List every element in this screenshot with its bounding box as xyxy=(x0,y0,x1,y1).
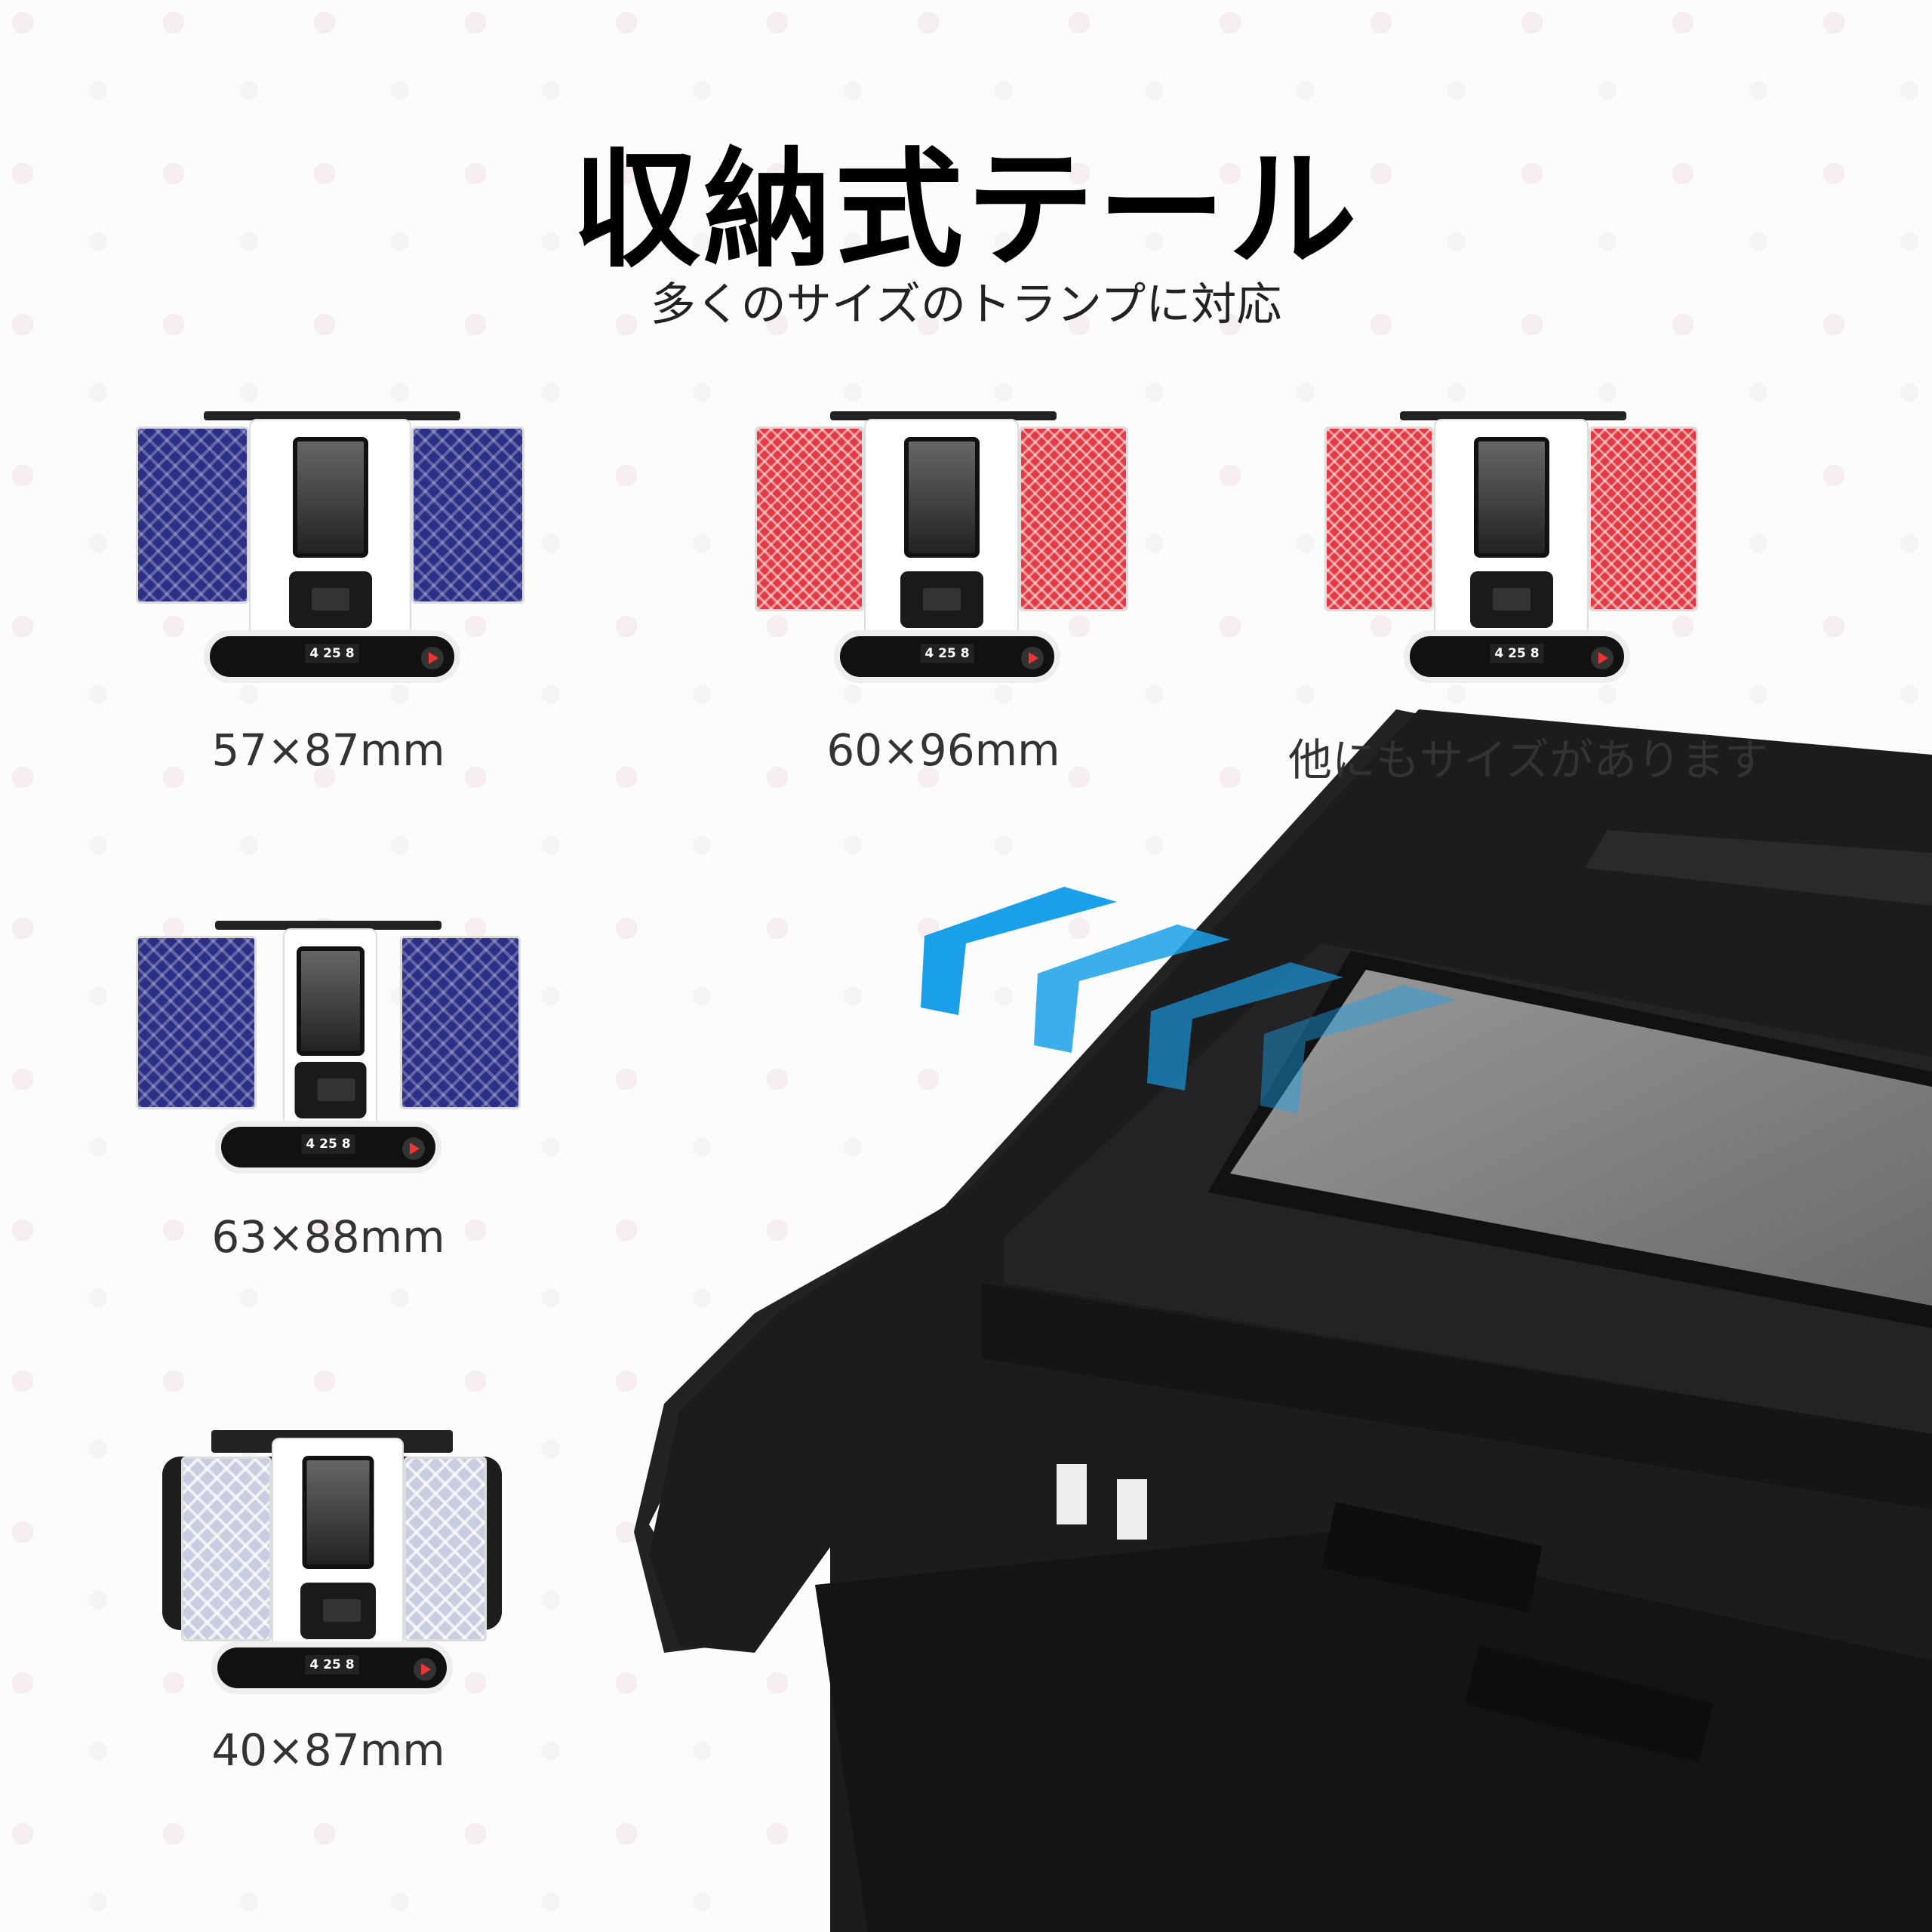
page-title: 収納式テール xyxy=(571,136,1360,285)
card-back xyxy=(411,426,525,604)
shuffler-thumbnail-63x88: 4 25 8 xyxy=(132,921,532,1177)
size-label: 他にもサイズがあります xyxy=(1287,734,1769,786)
play-icon xyxy=(1591,647,1614,669)
card-back xyxy=(1324,426,1434,611)
play-icon xyxy=(1021,647,1044,669)
card-back xyxy=(404,1457,487,1641)
shuffler-thumbnail-60x96: 4 25 8 xyxy=(751,411,1143,691)
size-label: 63×88mm xyxy=(211,1211,445,1263)
card-back xyxy=(181,1457,272,1641)
chevron-left-icon xyxy=(921,887,1457,1113)
shuffler-thumbnail-other: 4 25 8 xyxy=(1321,411,1713,691)
screen-display xyxy=(1230,970,1932,1306)
play-icon xyxy=(414,1658,436,1681)
shuffler-thumbnail-40x87: 4 25 8 xyxy=(162,1430,502,1694)
page-subtitle: 多くのサイズのトランプに対応 xyxy=(650,278,1282,331)
shuffler-thumbnail-57x87: 4 25 8 xyxy=(132,411,532,691)
size-label: 40×87mm xyxy=(211,1724,445,1776)
card-back xyxy=(400,936,521,1109)
card-back xyxy=(136,426,249,604)
shuffler-body xyxy=(249,419,411,645)
card-back xyxy=(1589,426,1698,611)
card-back xyxy=(136,936,257,1109)
play-icon xyxy=(421,647,444,669)
card-back xyxy=(755,426,864,611)
size-label: 60×96mm xyxy=(826,724,1060,776)
card-back xyxy=(1019,426,1128,611)
play-icon xyxy=(402,1137,425,1160)
size-label: 57×87mm xyxy=(211,724,445,776)
device-display: 4 25 8 xyxy=(305,644,359,663)
